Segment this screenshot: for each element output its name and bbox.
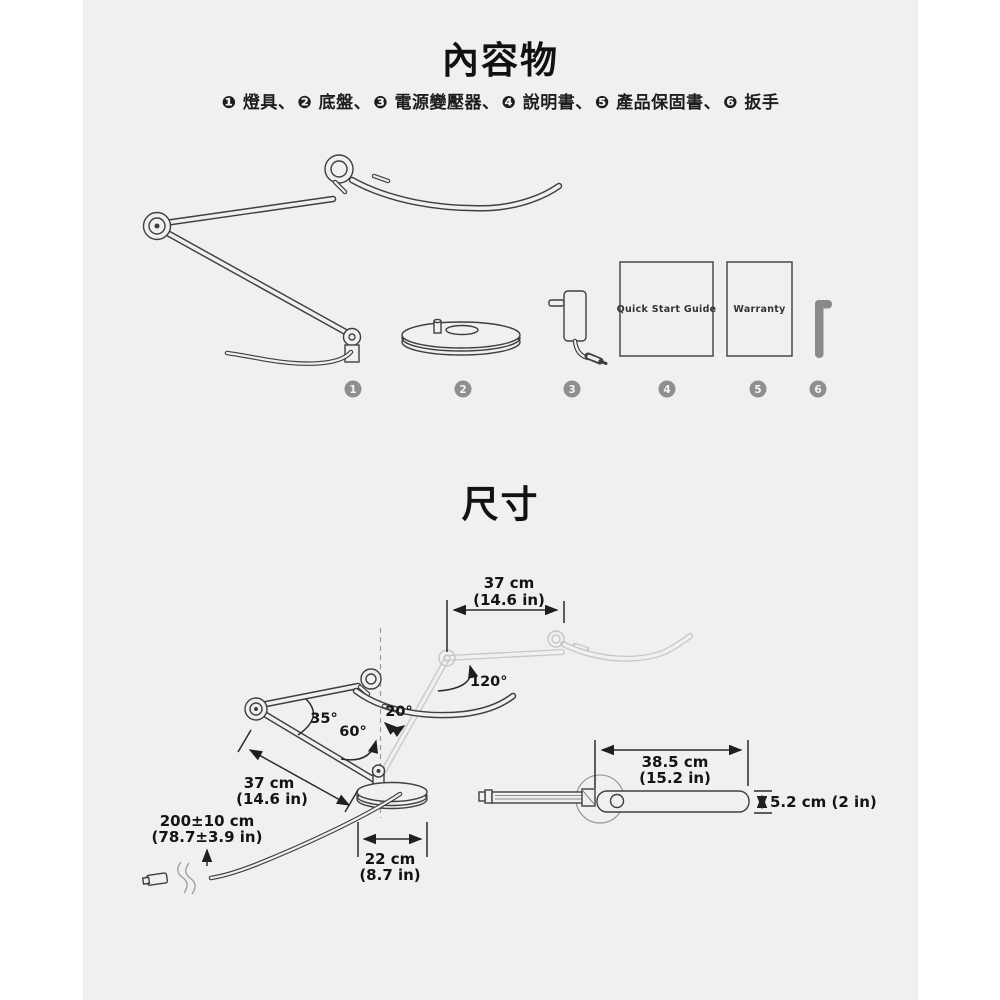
warranty-label: Warranty xyxy=(733,304,786,315)
contents-illustration: Quick Start Guide Warranty 1 2 3 4 5 6 xyxy=(142,154,832,398)
lamp-illustration xyxy=(142,154,563,366)
angle-60-label: 60° xyxy=(339,724,366,740)
contents-title: 內容物 xyxy=(442,39,559,82)
badge-6: 6 xyxy=(814,384,821,396)
lower-arm-length-cm: 37 cm xyxy=(244,774,295,792)
power-adapter-illustration xyxy=(548,290,608,365)
badge-5: 5 xyxy=(754,384,761,396)
lamp-ghost-position xyxy=(375,630,693,784)
dimensions-title: 尺寸 xyxy=(461,483,540,526)
cable-length-in: (78.7±3.9 in) xyxy=(152,828,263,846)
badge-1: 1 xyxy=(349,384,356,396)
product-info-panel: 內容物 ❶ 燈具、❷ 底盤、❸ 電源變壓器、❹ 說明書、❺ 產品保固書、❻ 扳手 xyxy=(83,0,918,1000)
list-item: ❺ 產品保固書、 xyxy=(594,93,722,113)
list-item: ❷ 底盤、 xyxy=(297,93,372,113)
badge-2: 2 xyxy=(459,384,466,396)
hex-wrench-illustration xyxy=(815,300,832,358)
contents-item-list: ❶ 燈具、❷ 底盤、❸ 電源變壓器、❹ 說明書、❺ 產品保固書、❻ 扳手 xyxy=(83,88,918,113)
head-length-in: (15.2 in) xyxy=(639,769,711,787)
angle-35-label: 35° xyxy=(310,711,337,727)
list-item: ❶ 燈具、 xyxy=(221,93,296,113)
dimensions-diagram: 37 cm (14.6 in) 120° 35° 60° 20° 37 cm (… xyxy=(141,574,877,896)
angle-20-label: 20° xyxy=(385,704,412,720)
dimension-head-thickness: 5.2 cm (2 in) xyxy=(754,790,877,814)
head-thickness-label: 5.2 cm (2 in) xyxy=(770,793,877,811)
cable-plug xyxy=(141,872,169,886)
list-item: ❹ 說明書、 xyxy=(501,93,593,113)
list-item: ❸ 電源變壓器、 xyxy=(373,93,500,113)
lamp-dimension-position xyxy=(141,668,517,896)
cable-length-cm: 200±10 cm xyxy=(160,812,255,830)
list-item: ❻ 扳手 xyxy=(723,93,780,113)
angle-120-label: 120° xyxy=(470,674,508,690)
lower-arm-length-in: (14.6 in) xyxy=(236,790,308,808)
dimension-lower-arm: 37 cm (14.6 in) xyxy=(236,729,359,813)
warranty-box: Warranty xyxy=(726,261,793,357)
badge-4: 4 xyxy=(663,384,670,396)
quick-start-guide-label: Quick Start Guide xyxy=(617,304,717,315)
angle-annotations: 120° 35° 60° 20° xyxy=(297,664,508,761)
upper-arm-length-in: (14.6 in) xyxy=(473,591,545,609)
base-diameter-in: (8.7 in) xyxy=(359,866,420,884)
base-diameter-cm: 22 cm xyxy=(365,850,416,868)
badge-3: 3 xyxy=(568,384,575,396)
dimension-head-length: 38.5 cm (15.2 in) xyxy=(594,740,749,788)
dimension-cable-length: 200±10 cm (78.7±3.9 in) xyxy=(152,812,263,866)
dimension-base-diameter: 22 cm (8.7 in) xyxy=(357,822,428,884)
quick-start-guide-box: Quick Start Guide xyxy=(617,261,717,357)
item-number-badges: 1 2 3 4 5 6 xyxy=(344,380,827,398)
dimension-upper-arm: 37 cm (14.6 in) xyxy=(446,574,565,652)
lamp-side-view xyxy=(478,774,750,824)
upper-arm-length-cm: 37 cm xyxy=(484,574,535,592)
head-length-cm: 38.5 cm xyxy=(642,753,709,771)
base-illustration xyxy=(401,318,521,356)
